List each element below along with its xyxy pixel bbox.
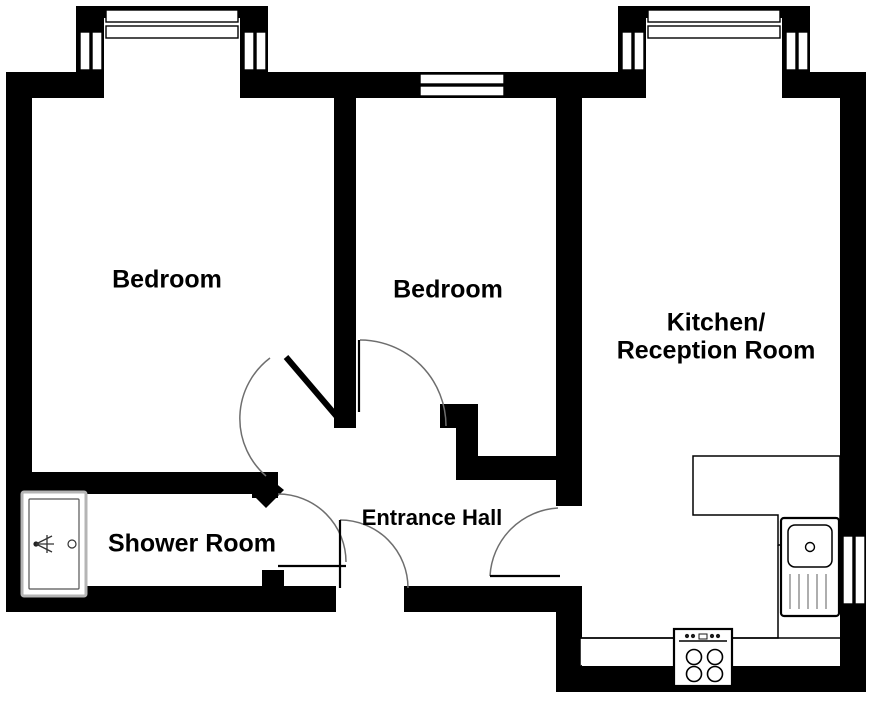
room-label-bedroom-middle: Bedroom [393, 276, 503, 304]
window-kitchen-right-a [842, 535, 854, 605]
shower-tray [20, 490, 88, 598]
room-label-bedroom-left: Bedroom [112, 266, 222, 294]
door-arc-kitchen [489, 507, 559, 577]
bay-window-left-side-b [91, 31, 103, 71]
doors-group [239, 339, 560, 589]
bay-window-right-side-a [621, 31, 633, 71]
wall-hall-north [456, 456, 560, 480]
bay-window-right-front-inner [647, 25, 781, 39]
door-arc-entrance [339, 519, 409, 589]
room-label-entrance-hall: Entrance Hall [362, 505, 503, 530]
room-label-shower-room: Shower Room [108, 530, 276, 558]
wall-shower-room-top [6, 472, 272, 494]
bay-window-right-side-c [785, 31, 797, 71]
wall-kitchen-door-jamb [556, 456, 582, 506]
shower-spray-icon [35, 535, 54, 553]
kitchen-hob-controls [684, 633, 721, 640]
room-label-kitchen-line2: Reception Room [617, 337, 816, 365]
bay-window-left-side-c [243, 31, 255, 71]
shower-drain-icon [67, 539, 77, 549]
kitchen-sink-drain-icon [804, 541, 816, 553]
wall-hall-to-kitchen-return [556, 586, 582, 692]
window-middle-bedroom-inner [419, 85, 505, 97]
door-arc-shower-room [277, 493, 347, 563]
window-middle-bedroom-outer [419, 73, 505, 85]
door-arc-bedroom-left [239, 357, 271, 477]
wall-shower-room-east-stub [262, 570, 284, 612]
bay-window-right-side-b [633, 31, 645, 71]
windows-group [79, 9, 866, 605]
bay-window-right-front [647, 9, 781, 23]
room-label-kitchen-line1: Kitchen/ [667, 309, 766, 337]
door-arc-bedroom-middle [359, 339, 447, 427]
kitchen-sink-drainer-grooves [789, 574, 827, 609]
wall-door-stop-block [252, 472, 278, 498]
bay-window-left-front [105, 9, 239, 23]
door-leaf-bedroom-left [283, 355, 347, 427]
wall-partition-kitchen [556, 72, 582, 456]
window-kitchen-right-b [854, 535, 866, 605]
bay-window-right-side-d [797, 31, 809, 71]
kitchen-hob-burners [685, 648, 724, 683]
bay-window-left-side-d [255, 31, 267, 71]
room-labels: Bedroom Bedroom Kitchen/ Reception Room … [108, 266, 815, 558]
kitchen-sink [779, 516, 841, 618]
bay-window-left-side-a [79, 31, 91, 71]
bay-window-left-front-inner [105, 25, 239, 39]
wall-bottom-hall [404, 586, 582, 612]
kitchen-hob [672, 627, 734, 688]
wall-partition-bedrooms [334, 72, 356, 424]
